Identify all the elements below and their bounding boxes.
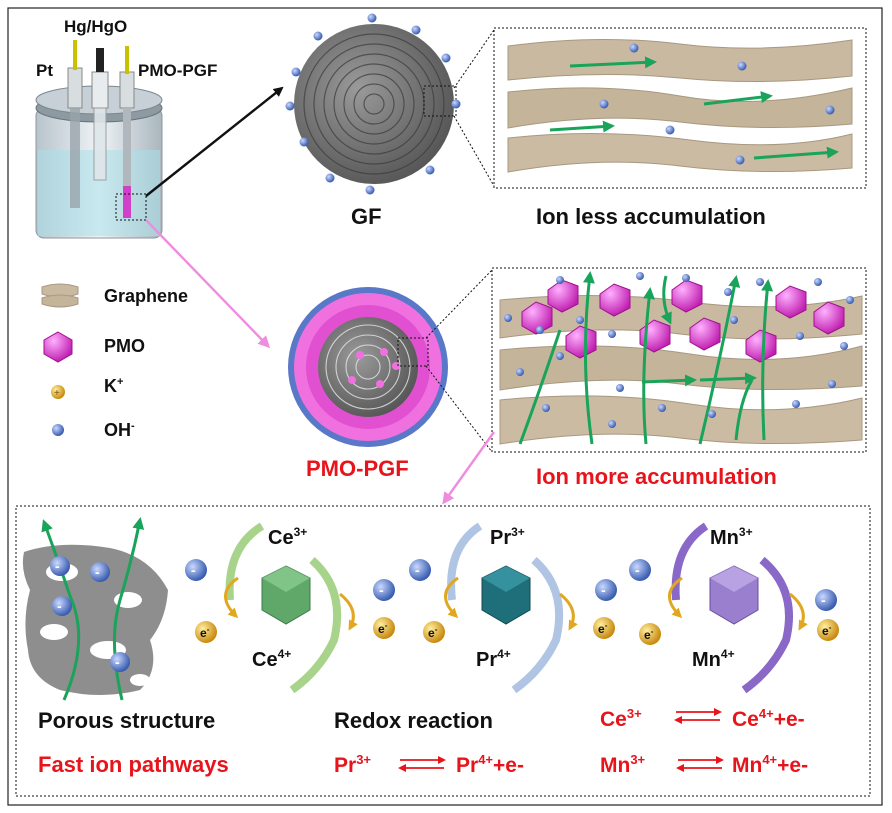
pgf-sphere bbox=[288, 287, 448, 447]
svg-text:-: - bbox=[115, 654, 120, 670]
zoom-line-gf-top bbox=[453, 29, 495, 89]
legend: + bbox=[41, 283, 79, 436]
ce-redox-cycle bbox=[224, 522, 358, 694]
gf-graphene-layers bbox=[507, 38, 853, 173]
gf-sphere bbox=[285, 13, 461, 195]
outer-frame bbox=[7, 7, 883, 806]
legend-oh-label: OH- bbox=[104, 420, 135, 440]
graphene-legend-icon bbox=[41, 283, 79, 308]
svg-text:-: - bbox=[57, 598, 62, 614]
pgf-zoom-panel bbox=[491, 267, 867, 453]
pr-lower-state: Pr4+ bbox=[476, 647, 511, 671]
gf-label: GF bbox=[351, 204, 382, 229]
porous-subtitle: Fast ion pathways bbox=[38, 752, 229, 777]
eq-mn-left: Mn3+ bbox=[600, 752, 646, 777]
pr-upper-state: Pr3+ bbox=[490, 525, 525, 549]
pgf-label: PMO-PGF bbox=[306, 456, 409, 481]
electron-label: e- bbox=[822, 623, 832, 638]
arrow-to-gf bbox=[145, 86, 284, 197]
oh-sign: - bbox=[601, 582, 606, 598]
ce-lower-state: Ce4+ bbox=[252, 647, 291, 671]
oh-sign: - bbox=[415, 562, 420, 578]
electron-label: e- bbox=[598, 621, 608, 636]
gf-caption: Ion less accumulation bbox=[536, 204, 766, 229]
electrons bbox=[195, 617, 839, 645]
equilibrium-arrows bbox=[398, 708, 724, 772]
working-electrode-label: PMO-PGF bbox=[138, 61, 217, 80]
gf-zoom-panel bbox=[493, 27, 867, 189]
eq-pr-left: Pr3+ bbox=[334, 752, 371, 777]
mn-lower-state: Mn4+ bbox=[692, 647, 735, 671]
electrochemical-cell bbox=[35, 40, 163, 239]
eq-pr-right: Pr4++e- bbox=[456, 752, 524, 777]
oh-sign: - bbox=[821, 592, 826, 608]
oh-sign: - bbox=[379, 582, 384, 598]
mn-redox-cycle bbox=[668, 522, 808, 694]
eq-ce-right: Ce4++e- bbox=[732, 706, 805, 731]
legend-graphene-label: Graphene bbox=[104, 286, 188, 306]
counter-electrode-label: Pt bbox=[36, 61, 53, 80]
pgf-caption: Ion more accumulation bbox=[536, 464, 777, 489]
redox-oh-ions bbox=[185, 559, 837, 611]
pmo-clusters bbox=[521, 279, 845, 363]
eq-ce-left: Ce3+ bbox=[600, 706, 642, 731]
zoom-line-gf-bottom bbox=[453, 115, 495, 187]
pgf-graphene-layers bbox=[499, 294, 863, 445]
redox-title: Redox reaction bbox=[334, 708, 493, 733]
svg-text:-: - bbox=[95, 564, 100, 580]
svg-text:-: - bbox=[55, 558, 60, 574]
pr-redox-cycle bbox=[444, 522, 578, 694]
legend-pmo-label: PMO bbox=[104, 336, 145, 356]
svg-text:+: + bbox=[54, 388, 60, 399]
arrow-to-pgf bbox=[145, 219, 271, 349]
porous-structure: - - - - bbox=[22, 517, 168, 701]
electron-label: e- bbox=[200, 625, 210, 640]
k-legend-icon: + bbox=[51, 385, 65, 399]
oh-sign: - bbox=[191, 562, 196, 578]
arrow-to-bottom-panel bbox=[442, 431, 495, 505]
ref-electrode-label: Hg/HgO bbox=[64, 17, 127, 36]
porous-title: Porous structure bbox=[38, 708, 215, 733]
eq-mn-right: Mn4++e- bbox=[732, 752, 808, 777]
oh-sign: - bbox=[635, 562, 640, 578]
oh-legend-icon bbox=[52, 424, 64, 436]
electron-label: e- bbox=[644, 627, 654, 642]
mn-upper-state: Mn3+ bbox=[710, 525, 753, 549]
pmo-legend-icon bbox=[43, 331, 73, 363]
electron-label: e- bbox=[378, 621, 388, 636]
electron-label: e- bbox=[428, 625, 438, 640]
legend-k-label: K+ bbox=[104, 376, 123, 396]
ce-upper-state: Ce3+ bbox=[268, 525, 307, 549]
